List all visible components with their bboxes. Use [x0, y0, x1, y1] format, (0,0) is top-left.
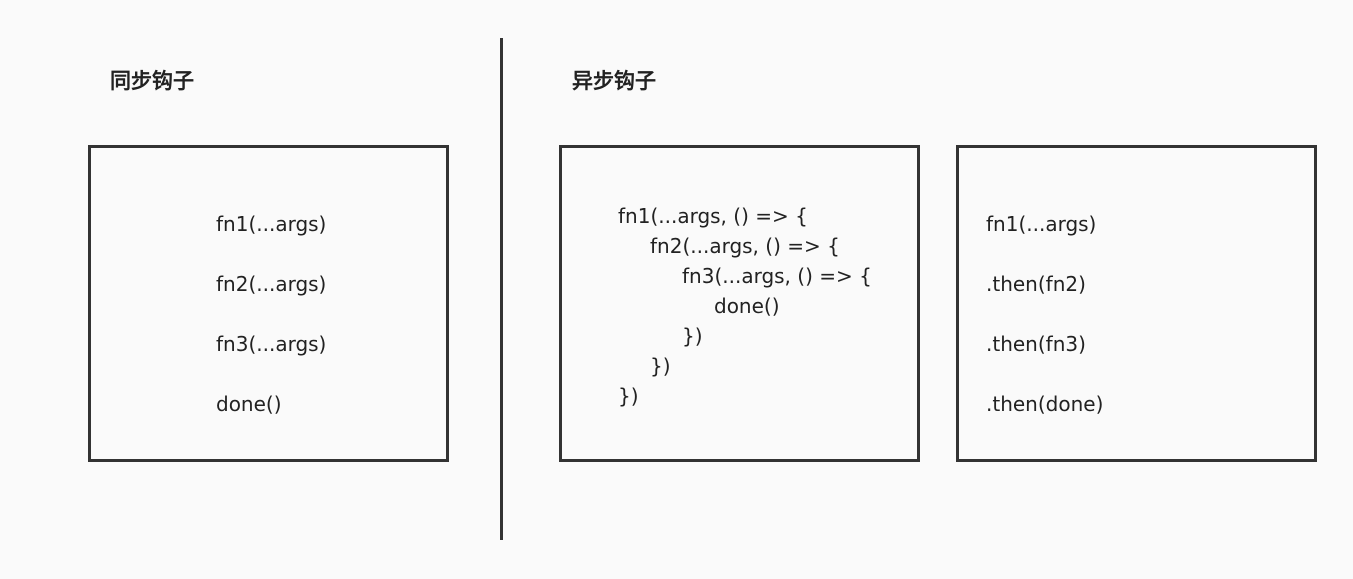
- promise-line-1: fn1(...args): [986, 212, 1097, 236]
- section-divider: [500, 38, 503, 540]
- sync-line-1: fn1(...args): [216, 212, 327, 236]
- sync-hooks-heading: 同步钩子: [110, 69, 194, 93]
- callback-line-4: done(): [714, 294, 780, 318]
- async-promise-code-box: fn1(...args) .then(fn2) .then(fn3) .then…: [956, 145, 1317, 462]
- callback-line-7: }): [618, 384, 639, 408]
- callback-line-2: fn2(...args, () => {: [650, 234, 840, 258]
- promise-line-4: .then(done): [986, 392, 1104, 416]
- sync-code-box: fn1(...args) fn2(...args) fn3(...args) d…: [88, 145, 449, 462]
- callback-line-1: fn1(...args, () => {: [618, 204, 808, 228]
- sync-line-3: fn3(...args): [216, 332, 327, 356]
- sync-line-2: fn2(...args): [216, 272, 327, 296]
- async-callback-code-box: fn1(...args, () => { fn2(...args, () => …: [559, 145, 920, 462]
- sync-line-4: done(): [216, 392, 282, 416]
- callback-line-6: }): [650, 354, 671, 378]
- callback-line-5: }): [682, 324, 703, 348]
- promise-line-2: .then(fn2): [986, 272, 1086, 296]
- async-hooks-heading: 异步钩子: [572, 69, 656, 93]
- promise-line-3: .then(fn3): [986, 332, 1086, 356]
- callback-line-3: fn3(...args, () => {: [682, 264, 872, 288]
